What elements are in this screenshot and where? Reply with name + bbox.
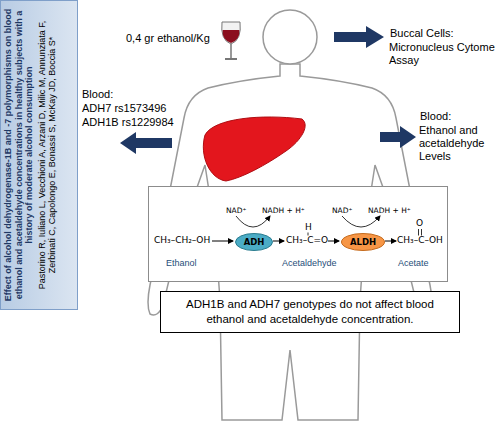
double-bond — [421, 229, 422, 236]
compound-name: Acetate — [398, 258, 429, 269]
measure-label: Ethanol and acetaldehyde Levels — [419, 124, 497, 164]
double-bond — [418, 229, 419, 236]
chemical-formula: CH₃–CH₂–OH — [154, 235, 210, 246]
chemical-formula: CH₃–C=O — [286, 235, 328, 246]
cofactor-label: NADH + H⁺ — [262, 206, 305, 215]
enzyme-outline — [236, 234, 273, 251]
dose-label: 0,4 gr ethanol/Kg — [126, 32, 210, 45]
arrow-right-buccal — [334, 26, 384, 48]
reaction-arrow — [328, 241, 339, 242]
band-text: Effect of alcohol dehydrogenase-1B and -… — [3, 7, 75, 303]
enzyme-outline — [342, 234, 385, 251]
cofactor-label: NAD⁺ — [332, 206, 352, 215]
snp-label: ADH1B rs1229984 — [82, 116, 174, 129]
atom-label: O — [416, 218, 423, 229]
sample-heading: Blood: — [82, 88, 113, 101]
compound-name: Ethanol — [166, 258, 197, 269]
wine-glass — [222, 22, 241, 59]
enzyme-ellipse: ALDH — [341, 233, 385, 251]
compound-name: Acetaldehyde — [282, 258, 337, 269]
chemical-formula: CH₃–C–OH — [397, 235, 443, 246]
head — [263, 10, 317, 64]
reaction-arrow — [212, 241, 233, 242]
paper-title: Effect of alcohol dehydrogenase-1B and -… — [3, 7, 35, 303]
cofactor-label: NADH + H⁺ — [368, 206, 411, 215]
enzyme-name: ALDH — [341, 233, 385, 251]
snp-label: ADH7 rs1573496 — [82, 102, 166, 115]
reaction-arrow — [273, 241, 284, 242]
enzyme-name: ADH — [235, 233, 273, 251]
sample-heading: Blood: — [420, 110, 451, 123]
conclusion-box: ADH1B and ADH7 genotypes do not affect b… — [160, 291, 460, 333]
reaction-arrow — [385, 241, 396, 242]
arrow-right-blood — [380, 126, 416, 148]
author-list: Pastorino R, Iuliano L, Vecchioni A, Arz… — [37, 7, 58, 303]
cofactor-label: NAD⁺ — [226, 206, 246, 215]
atom-label: H — [305, 222, 312, 233]
sample-heading: Buccal Cells: — [390, 27, 454, 40]
liver — [203, 117, 305, 181]
assay-label: Micronucleus Cytome Assay — [389, 41, 497, 67]
title-band: Effect of alcohol dehydrogenase-1B and -… — [0, 0, 78, 310]
enzyme-ellipse: ADH — [235, 233, 273, 251]
arrow-left-blood — [120, 132, 172, 154]
conclusion-text: ADH1B and ADH7 genotypes do not affect b… — [167, 297, 453, 327]
